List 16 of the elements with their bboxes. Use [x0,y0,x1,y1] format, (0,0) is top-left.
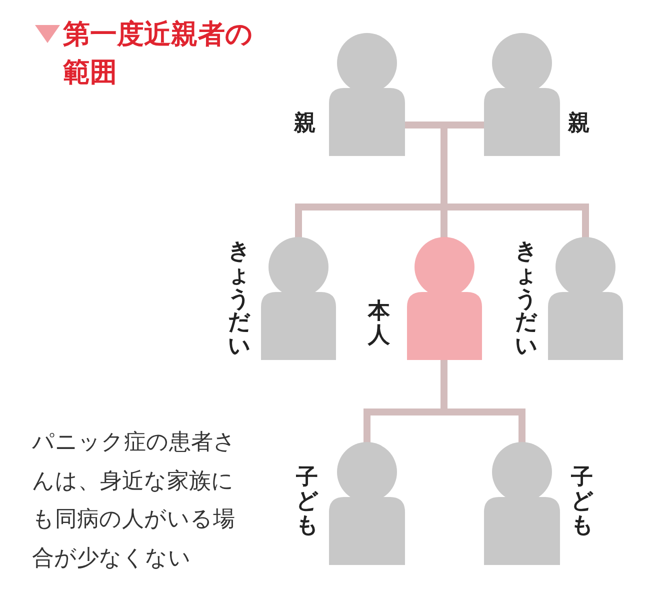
person-silhouette [548,237,623,360]
person-label: きょうだい [515,240,537,359]
person-silhouette [329,442,405,565]
person-silhouette [484,33,560,156]
person-label: 親 [294,113,316,135]
person-silhouette [406,237,482,360]
person-label: きょうだい [228,240,250,359]
person-label: 子ども [296,466,318,538]
person-silhouette [261,237,336,360]
person-silhouette [329,33,405,156]
title: 第一度近親者の範囲 [63,18,254,90]
note-text: パニック症の患者さんは、身近な家族にも同病の人がいる場合が少なくない [32,429,237,572]
person-label: 子ども [571,466,593,538]
person-label: 本人 [368,300,390,348]
person-silhouette [484,442,560,565]
person-label: 親 [568,113,590,135]
